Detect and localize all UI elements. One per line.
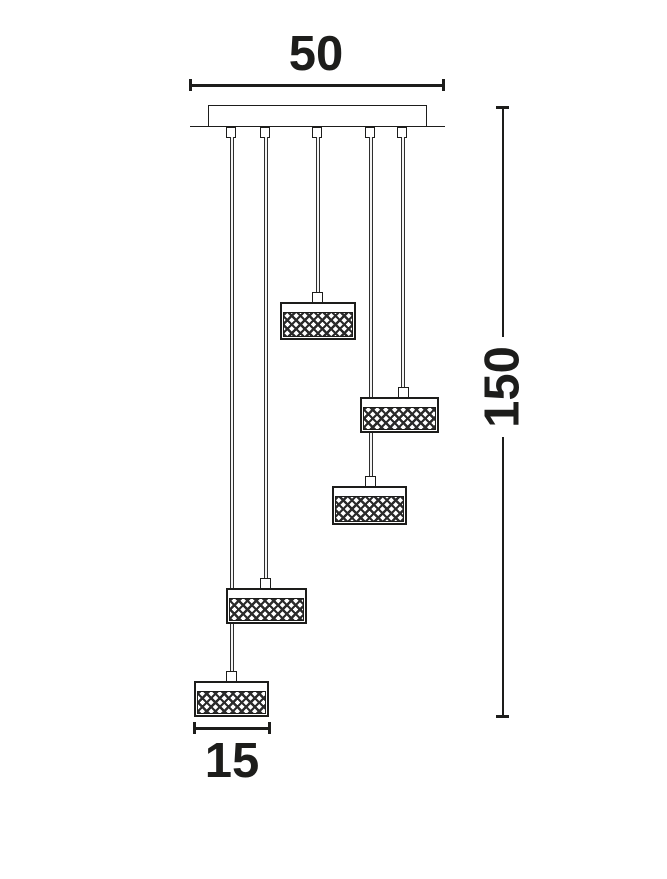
pendant-cord-1 <box>229 137 234 672</box>
canopy-width-label: 50 <box>288 27 344 81</box>
pendant-cord-5 <box>400 137 405 387</box>
pendant-cord-3 <box>315 137 320 292</box>
dimension-tick-left <box>188 79 192 91</box>
dimension-tick-right <box>441 79 445 91</box>
shade-lattice <box>363 407 436 430</box>
dimension-tick-right <box>267 722 271 734</box>
pendant-shade-4 <box>226 588 307 624</box>
drop-height-dimension-line-lower <box>502 437 504 716</box>
ceiling-line <box>190 125 445 127</box>
pendant-cord-2 <box>263 137 268 578</box>
shade-lattice <box>229 598 304 621</box>
ceiling-canopy <box>208 105 427 127</box>
pendant-shade-5 <box>194 681 269 717</box>
dimension-tick-bottom <box>496 715 509 718</box>
shade-lattice <box>197 691 266 714</box>
drop-height-dimension-line-upper <box>502 108 504 337</box>
pendant-cord-4 <box>368 137 373 476</box>
shade-lattice <box>283 312 353 337</box>
pendant-shade-3 <box>332 486 407 525</box>
dimension-tick-left <box>192 722 196 734</box>
pendant-shade-2 <box>360 397 439 433</box>
dimension-tick-top <box>496 106 509 109</box>
drop-height-label: 150 <box>475 346 530 428</box>
pendant-shade-1 <box>280 302 356 340</box>
canopy-width-dimension-line <box>190 84 443 87</box>
shade-lattice <box>335 496 404 522</box>
shade-diameter-dimension-line <box>194 727 270 730</box>
shade-diameter-label: 15 <box>204 734 260 788</box>
